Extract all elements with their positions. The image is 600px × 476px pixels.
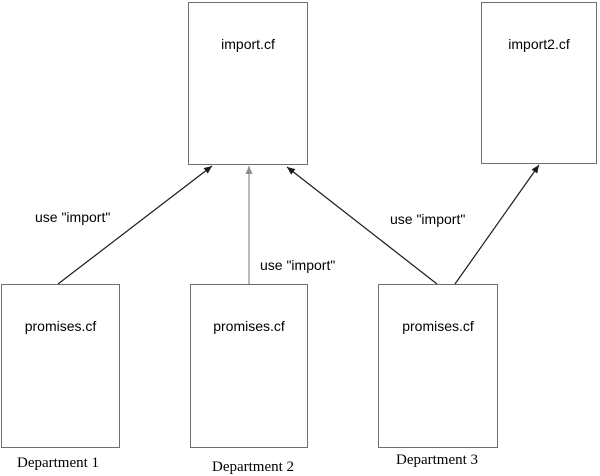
node-import-cf-label: import.cf [221,36,275,52]
caption-department-1: Department 1 [17,455,100,471]
arrow-dept3-to-import [286,166,438,285]
caption-department-3: Department 3 [396,452,479,468]
node-promises-cf-dept1: promises.cf [1,284,120,448]
node-import2-cf: import2.cf [481,2,597,164]
arrow-dept3-to-import2 [454,164,540,285]
node-promises-cf-dept3: promises.cf [378,284,498,448]
arrow-dept1-to-import [57,165,213,285]
node-import-cf: import.cf [188,2,308,165]
edge-label-use-import-dept1: use "import" [35,209,111,225]
caption-department-2: Department 2 [212,459,295,475]
node-promises-cf-dept2: promises.cf [190,284,308,448]
edge-label-use-import-dept2: use "import" [260,257,336,273]
node-import2-cf-label: import2.cf [508,36,570,52]
edge-label-use-import-dept3: use "import" [390,211,466,227]
node-promises-cf-dept1-label: promises.cf [24,318,97,334]
node-promises-cf-dept3-label: promises.cf [402,318,474,334]
node-promises-cf-dept2-label: promises.cf [213,318,285,334]
